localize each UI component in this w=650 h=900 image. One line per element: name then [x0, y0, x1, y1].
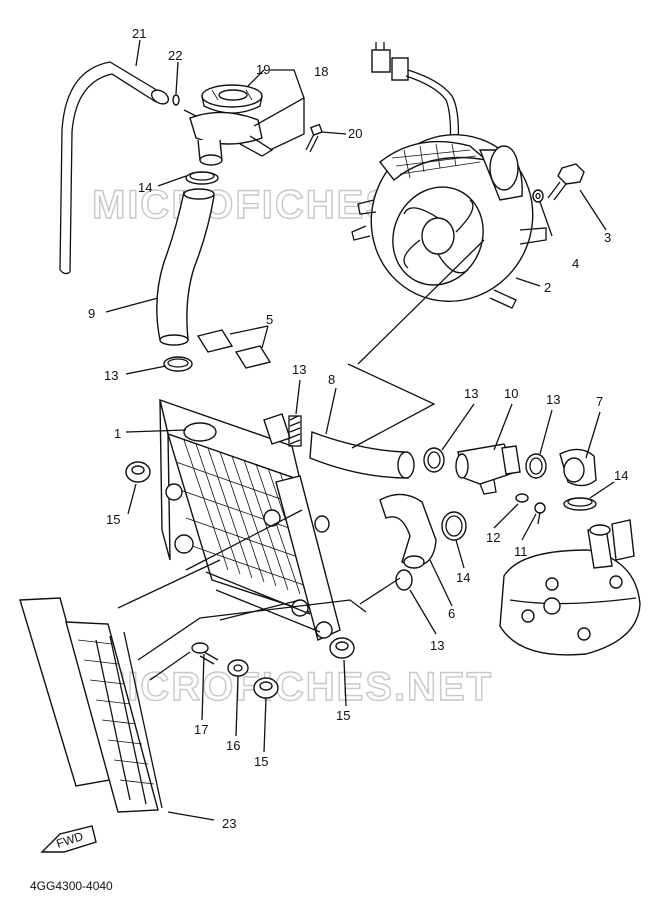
callout-22: 22 [168, 48, 182, 63]
callout-15-left: 15 [106, 512, 120, 527]
overflow-hose[interactable] [59, 61, 171, 275]
bolt-3[interactable] [547, 163, 585, 201]
bolt-11[interactable] [534, 502, 546, 525]
callout-13-radiator: 13 [292, 362, 306, 377]
callout-3: 3 [604, 230, 611, 245]
callout-14-right: 14 [614, 468, 628, 483]
callout-13-mid: 13 [464, 386, 478, 401]
fwd-arrow: FWD [40, 825, 97, 853]
washer-4[interactable] [532, 189, 544, 203]
callout-7: 7 [596, 394, 603, 409]
callout-15-bottom: 15 [254, 754, 268, 769]
callout-14-top: 14 [138, 180, 152, 195]
cylinder-head[interactable] [499, 519, 641, 656]
callout-11: 11 [514, 544, 528, 559]
spring-clamp-13[interactable] [288, 415, 302, 447]
fan-connector[interactable] [371, 42, 460, 151]
callout-13-left: 13 [104, 368, 118, 383]
callout-19: 19 [256, 62, 270, 77]
screw-20[interactable] [305, 123, 323, 153]
radiator-hose-8[interactable] [309, 431, 415, 479]
hose-clamp-14-mid[interactable] [441, 511, 467, 541]
callout-leaders [105, 39, 615, 821]
upper-radiator-hose[interactable] [156, 188, 215, 346]
hose-6[interactable] [379, 493, 437, 569]
callout-14-mid: 14 [456, 570, 470, 585]
callout-21: 21 [132, 26, 146, 41]
hose-clamp-14-right[interactable] [563, 497, 597, 511]
hose-clamp-top[interactable] [185, 171, 219, 185]
callout-17: 17 [194, 722, 208, 737]
watermark-bottom: MICROFICHES.NET [92, 665, 493, 709]
callout-10: 10 [504, 386, 518, 401]
callout-13-lower: 13 [430, 638, 444, 653]
rubber-pads[interactable] [196, 329, 272, 369]
hose-clip[interactable] [172, 94, 180, 106]
callout-13-right: 13 [546, 392, 560, 407]
radiator-fan[interactable] [344, 108, 560, 328]
grommet-15-right[interactable] [329, 637, 355, 659]
callout-labels: 21 22 19 18 20 14 9 5 13 1 13 8 13 10 13… [88, 26, 628, 831]
callout-23: 23 [222, 816, 236, 831]
callout-4: 4 [572, 256, 579, 271]
hose-7[interactable] [559, 448, 597, 487]
radiator-cap[interactable] [201, 84, 263, 114]
diagram-code: 4GG4300-4040 [30, 879, 113, 893]
callout-12: 12 [486, 530, 500, 545]
thermostat-housing[interactable] [455, 443, 521, 495]
grommet-15-bottom[interactable] [253, 677, 279, 699]
callout-15-right: 15 [336, 708, 350, 723]
callout-6: 6 [448, 606, 455, 621]
callout-8: 8 [328, 372, 335, 387]
bolt-17[interactable] [191, 642, 219, 665]
callout-16: 16 [226, 738, 240, 753]
radiator-guard[interactable] [19, 597, 163, 813]
callout-5: 5 [266, 312, 273, 327]
washer-12[interactable] [515, 493, 529, 503]
radiator[interactable] [159, 398, 341, 641]
hose-clamp-13-lower[interactable] [395, 569, 413, 591]
callout-18: 18 [314, 64, 328, 79]
filler-neck[interactable] [183, 109, 274, 166]
hose-clamp-13-right[interactable] [525, 453, 547, 479]
hose-clamp-13-mid[interactable] [423, 447, 445, 473]
callout-1: 1 [114, 426, 121, 441]
hose-clamp-13-left[interactable] [163, 356, 193, 372]
grommet-15-left[interactable] [125, 461, 151, 483]
callout-20: 20 [348, 126, 362, 141]
callout-2: 2 [544, 280, 551, 295]
collar-16[interactable] [227, 659, 249, 677]
callout-9: 9 [88, 306, 95, 321]
leader-lines [117, 239, 485, 681]
